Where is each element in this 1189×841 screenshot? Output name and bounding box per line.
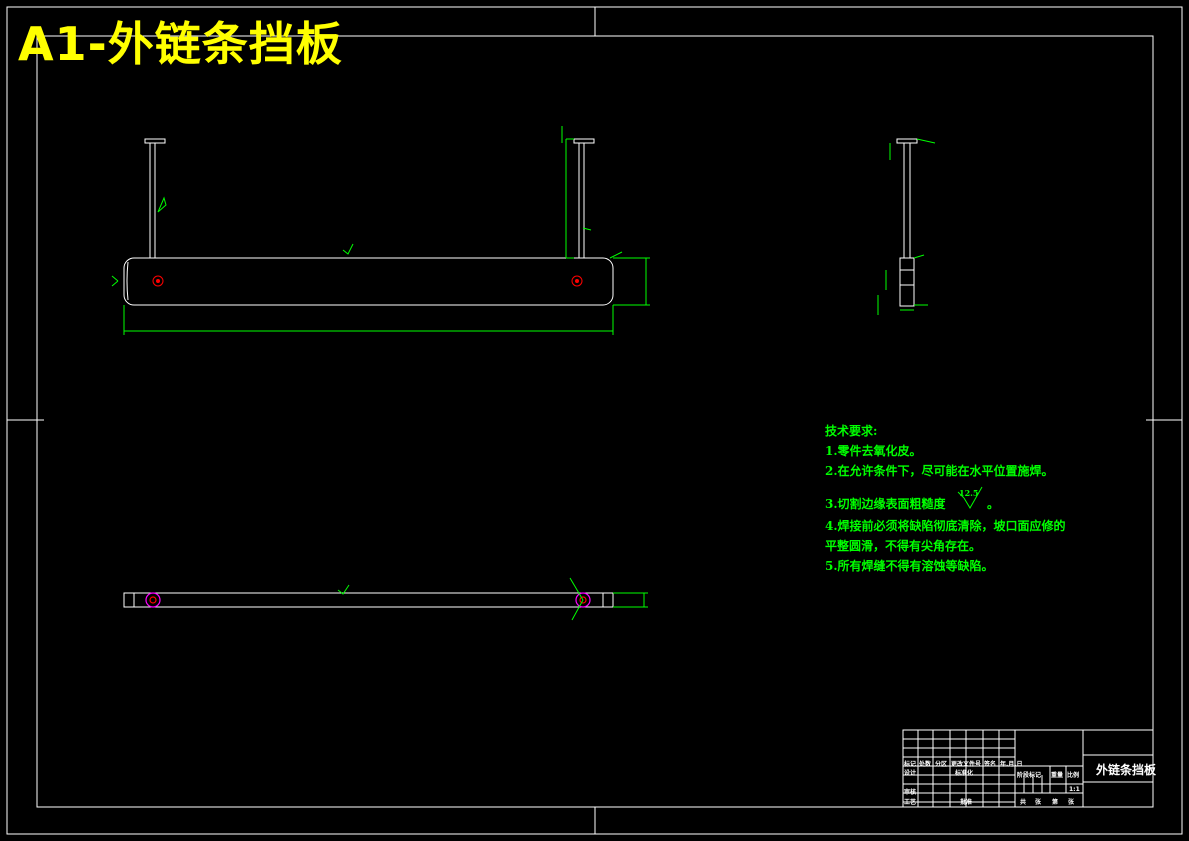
title-block-approve: 批准 — [960, 799, 973, 806]
requirement-5: 5.所有焊缝不得有溶蚀等缺陷。 — [825, 559, 994, 573]
title-block-zone: 分区 — [935, 761, 948, 768]
title-block-sheets-2: 张 — [1068, 799, 1075, 806]
title-block-review: 审核 — [904, 789, 917, 796]
title-block-sign: 签名 — [984, 761, 997, 768]
side-view — [877, 138, 936, 315]
requirements-heading: 技术要求: — [825, 424, 878, 438]
drawing-title: A1-外链条挡板 — [18, 17, 343, 71]
top-view — [123, 577, 648, 621]
roughness-value: 12.5 — [959, 488, 979, 498]
requirement-4: 4.焊接前必须将缺陷彻底清除，坡口面应修的 — [825, 519, 1066, 533]
title-block-weight: 重量 — [1051, 772, 1064, 779]
front-view-dimensions — [111, 126, 650, 335]
front-view — [111, 126, 650, 335]
title-block-design: 设计 — [904, 770, 917, 777]
top-view-dimensions — [337, 577, 648, 621]
title-block-no: 第 — [1052, 799, 1059, 806]
title-block-total: 共 — [1020, 799, 1027, 806]
side-view-dimensions — [877, 138, 936, 315]
title-block-standardization: 标准化 — [955, 770, 974, 777]
title-block-grid — [902, 729, 1154, 808]
top-view-geometry — [123, 592, 614, 608]
title-block-scale: 1:1 — [1069, 786, 1080, 793]
side-view-geometry — [896, 138, 918, 307]
roughness-symbol — [957, 486, 983, 509]
title-block-change-doc: 更改文件号 — [951, 761, 982, 768]
front-view-holes — [152, 275, 583, 287]
requirement-2: 2.在允许条件下，尽可能在水平位置施焊。 — [825, 464, 1054, 478]
sheet-frame — [6, 6, 1183, 835]
requirement-4-cont: 平整圆滑，不得有尖角存在。 — [825, 539, 982, 553]
title-block-sheets-1: 张 — [1035, 799, 1042, 806]
title-block-ratio: 比例 — [1067, 772, 1080, 779]
front-view-geometry — [123, 138, 614, 306]
requirement-3: 3.切割边缘表面粗糙度 — [825, 497, 946, 511]
requirement-1: 1.零件去氧化皮。 — [825, 444, 922, 458]
title-block-part-name: 外链条挡板 — [1096, 763, 1157, 777]
title-block-process: 工艺 — [904, 799, 917, 806]
requirement-3-end: 。 — [987, 497, 1000, 511]
title-block-count: 处数 — [919, 761, 932, 768]
top-view-holes — [145, 592, 591, 608]
title-block-mark: 标记 — [904, 761, 917, 768]
title-block-date: 年.月.日 — [1000, 761, 1023, 768]
title-block-stage: 阶段标记 — [1017, 772, 1042, 779]
